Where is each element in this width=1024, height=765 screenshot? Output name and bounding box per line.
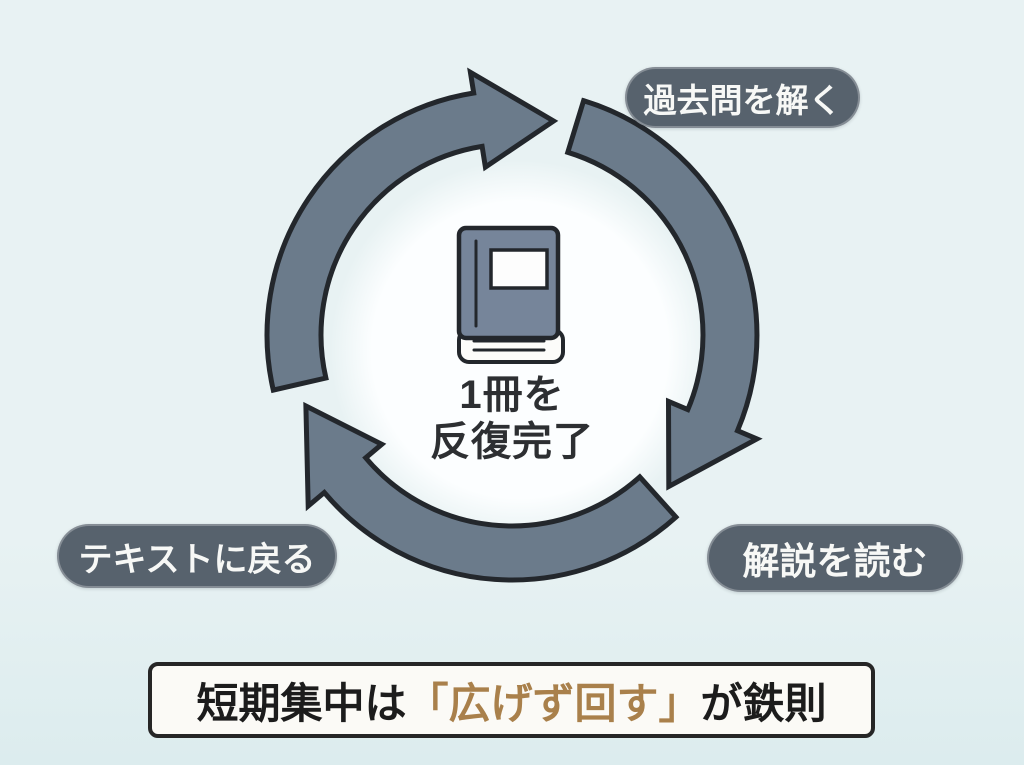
step-label-text: 解説を読む <box>742 541 928 582</box>
center-label-line2: 反復完了 <box>430 420 594 465</box>
center-label: 1冊を 反復完了 <box>382 372 642 466</box>
arrow-segment-bottom <box>303 401 680 583</box>
step-label-text: 過去問を解く <box>643 81 842 119</box>
step-label-return-to-textbook: テキストに戻る <box>57 524 337 588</box>
banner-prefix: 短期集中は <box>196 679 407 727</box>
step-label-text: テキストに戻る <box>78 540 316 579</box>
banner-highlight: 「広げず回す」 <box>406 679 701 727</box>
step-label-read-explanations: 解説を読む <box>707 524 963 592</box>
banner-suffix: が鉄則 <box>700 679 827 727</box>
step-label-solve-past-questions: 過去問を解く <box>625 67 860 128</box>
book-icon <box>456 225 565 364</box>
center-label-line1: 1冊を <box>459 373 565 417</box>
book-title-label <box>489 248 549 290</box>
arrow-segment-left-top <box>264 67 559 394</box>
book-page-lines <box>472 339 546 352</box>
rule-banner: 短期集中は「広げず回す」が鉄則 <box>148 662 875 738</box>
arrow-segment-right <box>564 97 763 491</box>
